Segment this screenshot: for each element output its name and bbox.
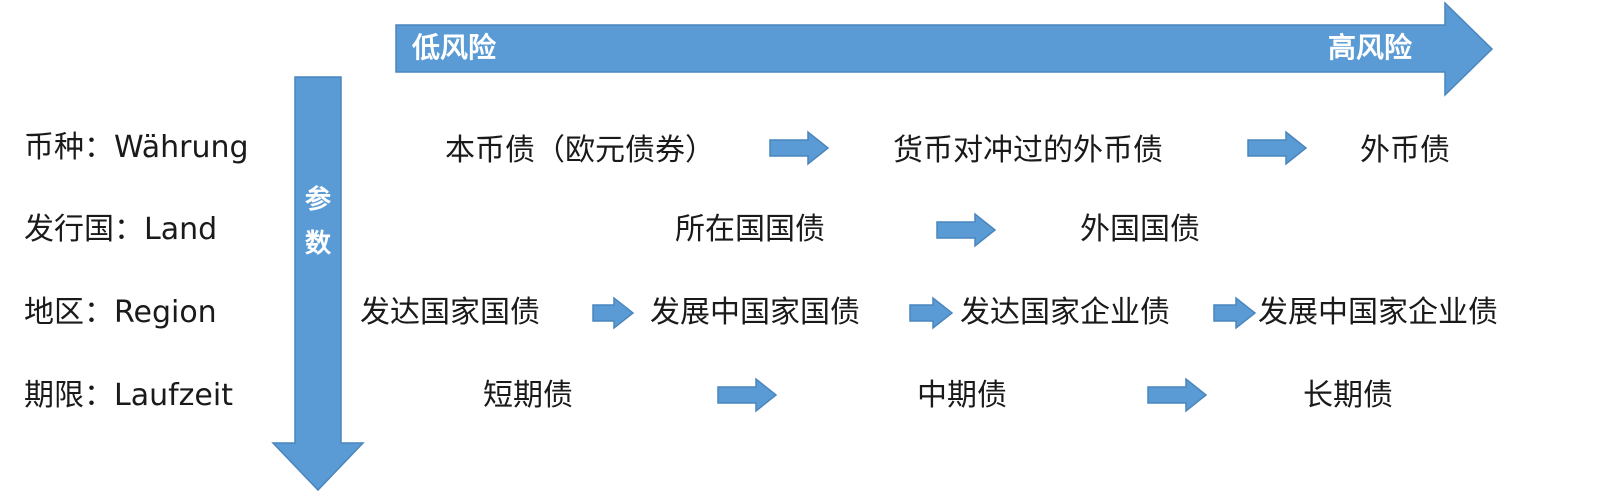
currency-item-hedged-foreign: 货币对冲过的外币债 <box>893 133 1163 168</box>
arrow-right-icon <box>592 296 635 330</box>
row-label-issuer-country: 发行国：Land <box>24 212 218 247</box>
region-item-developing-corp: 发展中国家企业债 <box>1258 295 1498 330</box>
arrow-right-icon <box>1147 377 1208 413</box>
arrow-right-icon <box>1247 130 1308 166</box>
parameter-label-1: 参 <box>304 185 331 215</box>
currency-item-foreign: 外币债 <box>1360 133 1450 168</box>
arrow-right-icon <box>1213 296 1257 330</box>
country-item-domestic-gov: 所在国国债 <box>675 212 825 247</box>
maturity-item-medium: 中期债 <box>917 378 1007 413</box>
arrow-right-icon <box>769 130 830 166</box>
low-risk-label: 低风险 <box>412 31 497 64</box>
row-label-currency: 币种：Währung <box>24 130 249 165</box>
arrow-right-icon <box>909 296 954 330</box>
country-item-foreign-gov: 外国国债 <box>1080 212 1200 247</box>
maturity-item-short: 短期债 <box>483 378 573 413</box>
parameter-label-2: 数 <box>304 229 331 259</box>
row-label-region: 地区：Region <box>24 295 217 330</box>
region-item-developed-gov: 发达国家国债 <box>360 295 540 330</box>
maturity-item-long: 长期债 <box>1303 378 1393 413</box>
region-item-developed-corp: 发达国家企业债 <box>960 295 1170 330</box>
row-label-maturity: 期限：Laufzeit <box>24 378 233 413</box>
region-item-developing-gov: 发展中国家国债 <box>650 295 860 330</box>
currency-item-domestic: 本币债（欧元债券） <box>445 133 715 168</box>
high-risk-label: 高风险 <box>1328 31 1413 64</box>
arrow-right-icon <box>936 212 997 248</box>
arrow-right-icon <box>717 377 778 413</box>
